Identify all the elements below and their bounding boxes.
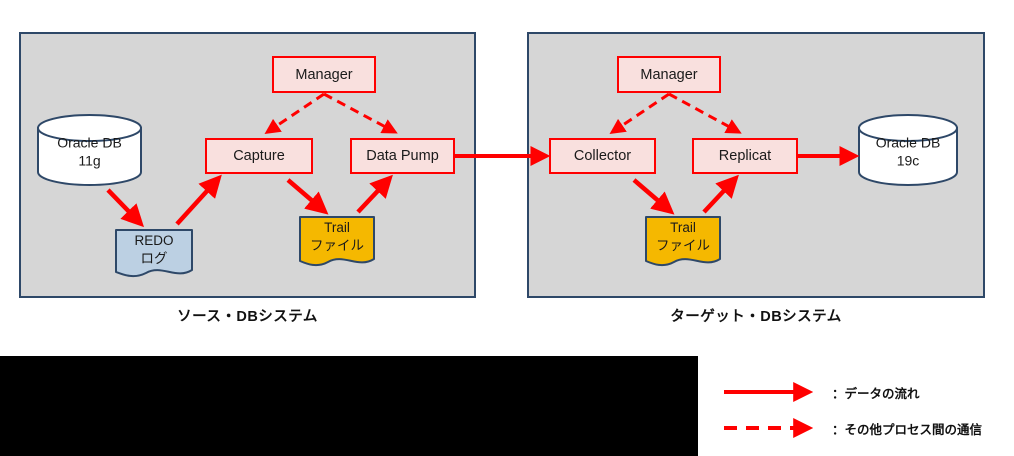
redo-log-document: REDO ログ: [114, 228, 194, 280]
target-trail-file-document: Trail ファイル: [644, 215, 722, 269]
legend-solid-arrow-icon: [724, 382, 814, 402]
legend-label-process-communication: ：その他プロセス間の通信: [832, 422, 983, 437]
source-trail-file-document: Trail ファイル: [298, 215, 376, 269]
bottom-black-band: [0, 356, 698, 456]
source-panel-caption: ソース・DBシステム: [177, 309, 318, 325]
legend-dashed-arrow-icon: [724, 418, 814, 438]
target-manager-box[interactable]: Manager: [617, 56, 721, 93]
target-collector-box[interactable]: Collector: [549, 138, 656, 174]
target-replicat-box[interactable]: Replicat: [692, 138, 798, 174]
source-data-pump-box[interactable]: Data Pump: [350, 138, 455, 174]
source-manager-box[interactable]: Manager: [272, 56, 376, 93]
source-database-cylinder: Oracle DB 11g: [36, 113, 143, 187]
legend: ：データの流れ ：その他プロセス間の通信: [700, 356, 1014, 456]
target-panel-caption: ターゲット・DBシステム: [670, 309, 842, 325]
source-capture-box[interactable]: Capture: [205, 138, 313, 174]
legend-item-process-communication: ：その他プロセス間の通信: [722, 415, 982, 441]
legend-label-data-flow: ：データの流れ: [832, 386, 920, 401]
legend-item-data-flow: ：データの流れ: [722, 379, 920, 405]
target-database-cylinder: Oracle DB 19c: [857, 113, 959, 187]
